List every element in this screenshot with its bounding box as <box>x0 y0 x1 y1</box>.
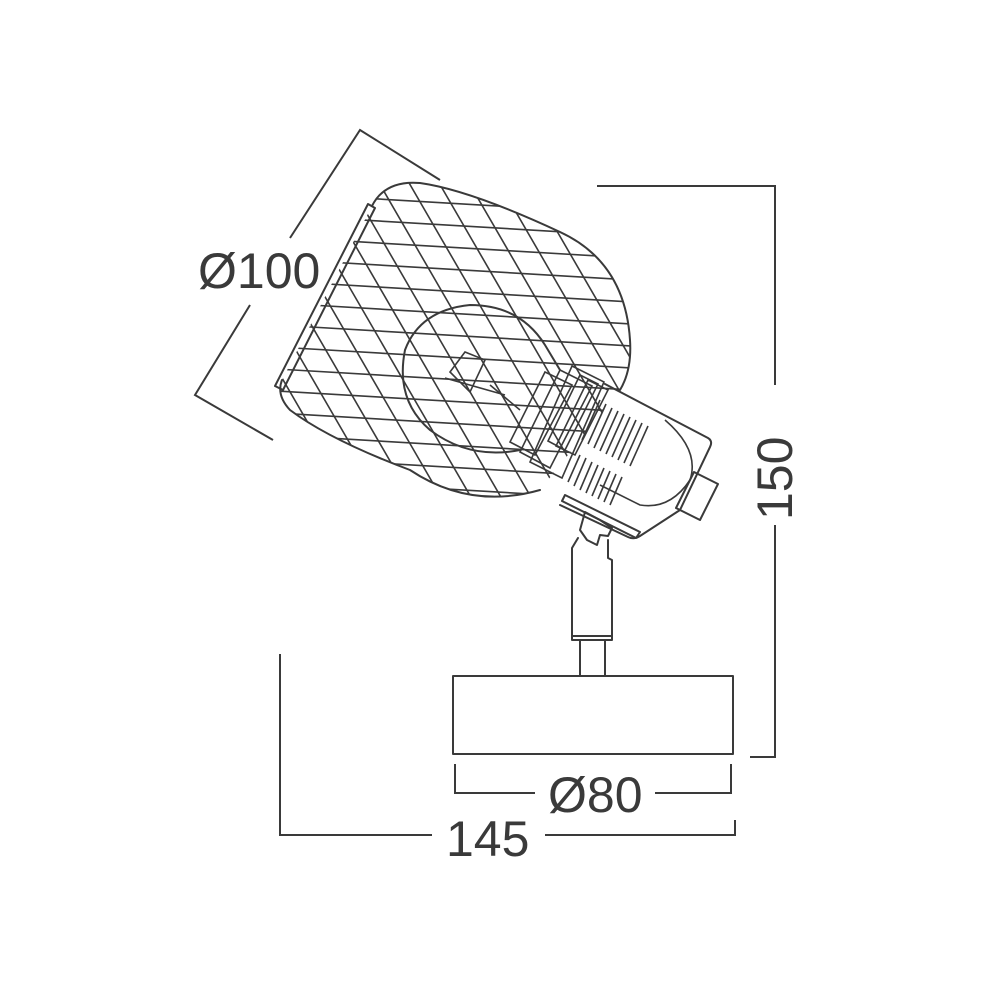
head-inner-curve <box>599 419 694 507</box>
mesh-shade <box>274 181 632 498</box>
mesh-lines-diagonal <box>280 182 631 497</box>
socket-plates <box>508 364 610 480</box>
dimension-label-width: 145 <box>446 811 529 867</box>
dimension-height: 150 <box>597 185 803 758</box>
dimension-base-diameter: Ø80 <box>454 764 732 823</box>
lamp-head <box>508 364 719 540</box>
head-bottom-plate <box>561 494 641 539</box>
dimension-width: 145 <box>279 654 736 867</box>
dimension-shade-diameter: Ø100 <box>193 128 441 441</box>
mesh-lines-horizontal <box>280 182 631 497</box>
bulb-filament <box>444 351 521 411</box>
shade-outline <box>279 181 632 498</box>
bulb-outline <box>401 304 561 454</box>
head-end-cap <box>675 471 719 521</box>
shade-rim <box>274 203 376 391</box>
joint-knuckle <box>579 511 613 546</box>
ceiling-base <box>452 675 734 755</box>
dimension-label-shade: Ø100 <box>198 243 320 299</box>
cooling-fins <box>567 399 649 506</box>
dimension-label-height: 150 <box>747 437 803 520</box>
swivel-arm <box>571 511 613 677</box>
arm-body <box>571 537 613 641</box>
stem <box>579 639 606 677</box>
dimension-label-base: Ø80 <box>548 767 643 823</box>
